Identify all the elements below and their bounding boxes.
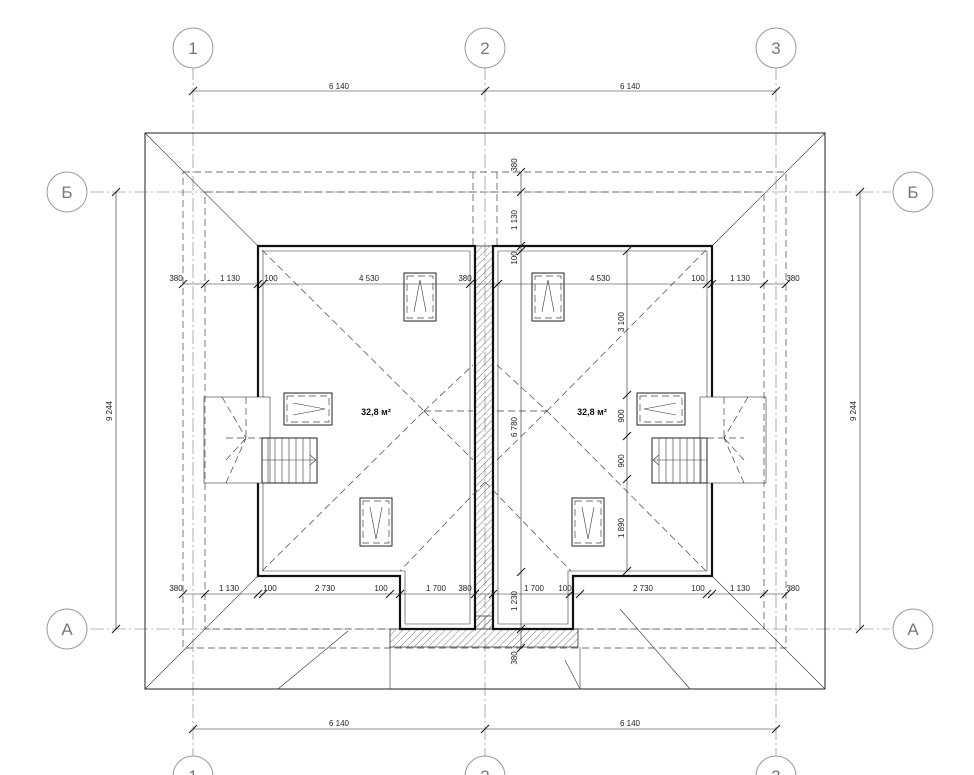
svg-text:1 890: 1 890 bbox=[617, 517, 626, 538]
svg-text:380: 380 bbox=[786, 274, 800, 283]
svg-text:1 130: 1 130 bbox=[219, 584, 240, 593]
svg-text:2: 2 bbox=[480, 767, 489, 775]
axis-bubble-3-bottom: 3 bbox=[755, 755, 797, 775]
svg-text:100: 100 bbox=[263, 584, 277, 593]
svg-text:2 730: 2 730 bbox=[315, 584, 336, 593]
axis-bubble-3-top: 3 bbox=[755, 27, 797, 69]
svg-text:100: 100 bbox=[264, 274, 278, 283]
axis-bubble-2-top: 2 bbox=[464, 27, 506, 69]
roof-outline bbox=[144, 132, 826, 690]
axis-bubble-a-right: А bbox=[892, 608, 934, 650]
svg-text:1 130: 1 130 bbox=[510, 209, 519, 230]
svg-text:380: 380 bbox=[458, 274, 472, 283]
right-overall-label: 9 244 bbox=[849, 400, 858, 421]
svg-text:1: 1 bbox=[188, 39, 197, 58]
right-room-area: 32,8 м² bbox=[577, 407, 607, 417]
stair-right bbox=[651, 396, 767, 484]
right-overall-dimension: 9 244 bbox=[849, 187, 865, 634]
svg-text:1 700: 1 700 bbox=[524, 584, 545, 593]
skylight-left-bottom bbox=[359, 497, 393, 547]
svg-text:2: 2 bbox=[480, 39, 489, 58]
svg-text:1 130: 1 130 bbox=[730, 274, 751, 283]
svg-text:Б: Б bbox=[907, 183, 918, 202]
svg-text:100: 100 bbox=[691, 274, 705, 283]
left-room-area: 32,8 м² bbox=[361, 407, 391, 417]
svg-text:1 700: 1 700 bbox=[426, 584, 447, 593]
svg-text:100: 100 bbox=[374, 584, 388, 593]
svg-text:4 530: 4 530 bbox=[359, 274, 380, 283]
left-overall-dimension: 9 244 bbox=[105, 187, 121, 634]
bottom-span-left-label: 6 140 bbox=[329, 719, 350, 728]
bottom-span-right-label: 6 140 bbox=[620, 719, 641, 728]
left-unit-walls bbox=[256, 244, 477, 631]
svg-text:А: А bbox=[907, 620, 919, 639]
svg-text:900: 900 bbox=[617, 409, 626, 423]
svg-text:380: 380 bbox=[458, 584, 472, 593]
svg-text:3: 3 bbox=[771, 39, 780, 58]
svg-text:3 100: 3 100 bbox=[617, 311, 626, 332]
skylight-right-top bbox=[531, 272, 565, 322]
stair-left bbox=[203, 396, 318, 484]
axis-bubble-1-top: 1 bbox=[172, 27, 214, 69]
svg-text:380: 380 bbox=[510, 651, 519, 665]
party-wall bbox=[389, 245, 579, 648]
right-vertical-dimension: 3 100 900 900 1 890 bbox=[617, 246, 632, 576]
axis-bubble-a-left: А bbox=[46, 608, 88, 650]
svg-text:А: А bbox=[61, 620, 73, 639]
svg-text:6 780: 6 780 bbox=[510, 416, 519, 437]
svg-text:380: 380 bbox=[510, 158, 519, 172]
svg-text:2 730: 2 730 bbox=[633, 584, 654, 593]
svg-text:380: 380 bbox=[786, 584, 800, 593]
svg-text:100: 100 bbox=[691, 584, 705, 593]
top-span-dimension: 6 140 6 140 bbox=[188, 82, 781, 96]
right-unit-walls bbox=[491, 244, 714, 631]
svg-text:380: 380 bbox=[169, 584, 183, 593]
skylight-left-mid bbox=[283, 392, 333, 426]
svg-text:1 230: 1 230 bbox=[510, 590, 519, 611]
dashed-eave-lines bbox=[182, 171, 787, 649]
skylight-right-mid bbox=[636, 392, 686, 426]
svg-text:1 130: 1 130 bbox=[730, 584, 751, 593]
svg-text:900: 900 bbox=[617, 454, 626, 468]
axis-bubble-2-bottom: 2 bbox=[464, 755, 506, 775]
svg-text:1 130: 1 130 bbox=[220, 274, 241, 283]
axis-bubble-b-right: Б bbox=[892, 171, 934, 213]
center-vertical-dimension: 380 1 130 6 780 1 230 380 bbox=[510, 158, 526, 665]
svg-text:100: 100 bbox=[558, 584, 572, 593]
top-interior-dimension-row: 380 1 130 100 4 530 380 100 4 530 100 1 … bbox=[169, 251, 800, 289]
bottom-span-dimension: 6 140 6 140 bbox=[188, 719, 781, 734]
svg-text:3: 3 bbox=[771, 767, 780, 775]
left-overall-label: 9 244 bbox=[105, 400, 114, 421]
top-span-left-label: 6 140 bbox=[329, 82, 350, 91]
roof-ridge-lines bbox=[261, 249, 707, 572]
axis-bubble-1-bottom: 1 bbox=[172, 755, 214, 775]
svg-text:380: 380 bbox=[169, 274, 183, 283]
top-span-right-label: 6 140 bbox=[620, 82, 641, 91]
svg-text:4 530: 4 530 bbox=[590, 274, 611, 283]
svg-text:Б: Б bbox=[61, 183, 72, 202]
svg-text:100: 100 bbox=[510, 251, 519, 265]
svg-text:1: 1 bbox=[188, 767, 197, 775]
bottom-interior-dimension-row: 380 1 130 100 2 730 100 1 700 380 1 700 … bbox=[169, 584, 800, 599]
skylight-left-top bbox=[403, 272, 437, 322]
axis-bubble-b-left: Б bbox=[46, 171, 88, 213]
skylight-right-bottom bbox=[571, 497, 605, 547]
